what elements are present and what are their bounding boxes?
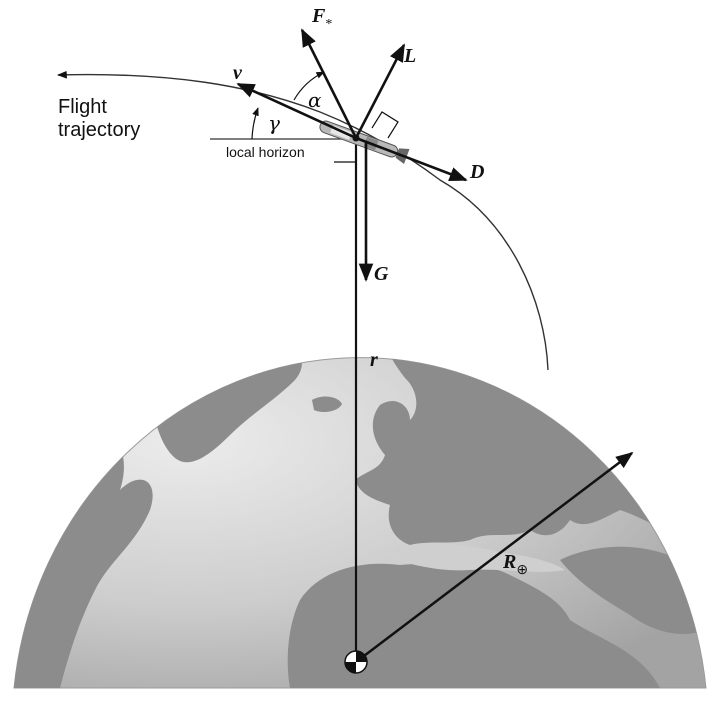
earth-center-symbol	[344, 650, 368, 674]
vehicle-center-point	[352, 134, 360, 142]
force-star-subscript: *	[325, 17, 333, 32]
landmass-arabia	[560, 546, 706, 635]
alpha-label: α	[308, 88, 322, 112]
earth-radius-letter: R	[503, 551, 517, 573]
velocity-vector	[236, 82, 357, 140]
lift-label: L	[404, 45, 417, 67]
velocity-label: v	[233, 62, 242, 84]
drag-vector	[355, 136, 468, 182]
gravity-label: G	[374, 263, 389, 285]
local-horizon-label: local horizon	[226, 144, 305, 160]
landmass-africa	[287, 562, 660, 688]
lift-vector	[354, 43, 406, 139]
alpha-arc	[293, 71, 325, 101]
right-angle-marker-lift	[371, 111, 399, 139]
earth-radius-subscript: ⊕	[516, 563, 529, 578]
force-star-vector	[300, 28, 358, 139]
earth-radius-arrow	[355, 451, 634, 663]
gamma-label: γ	[268, 111, 280, 135]
earth-radius-label: R⊕	[503, 552, 528, 578]
flight-trajectory-label-line1: Flight	[58, 96, 107, 118]
gamma-arc	[251, 107, 259, 140]
flight-trajectory-label-line2: trajectory	[58, 119, 141, 141]
force-star-letter: F	[312, 5, 326, 27]
landmass-iceland	[312, 396, 342, 412]
force-star-label: F*	[312, 6, 332, 32]
landmasses	[14, 357, 706, 688]
earth-globe	[13, 357, 707, 689]
drag-label: D	[470, 161, 485, 183]
landmass-eurasia	[355, 357, 706, 560]
right-angle-marker-horizon	[334, 139, 357, 163]
mediterranean-sea	[395, 543, 565, 572]
landmass-north-america	[14, 438, 153, 688]
flight-trajectory-label: Flight trajectory	[58, 96, 140, 142]
radius-label: r	[370, 349, 378, 371]
